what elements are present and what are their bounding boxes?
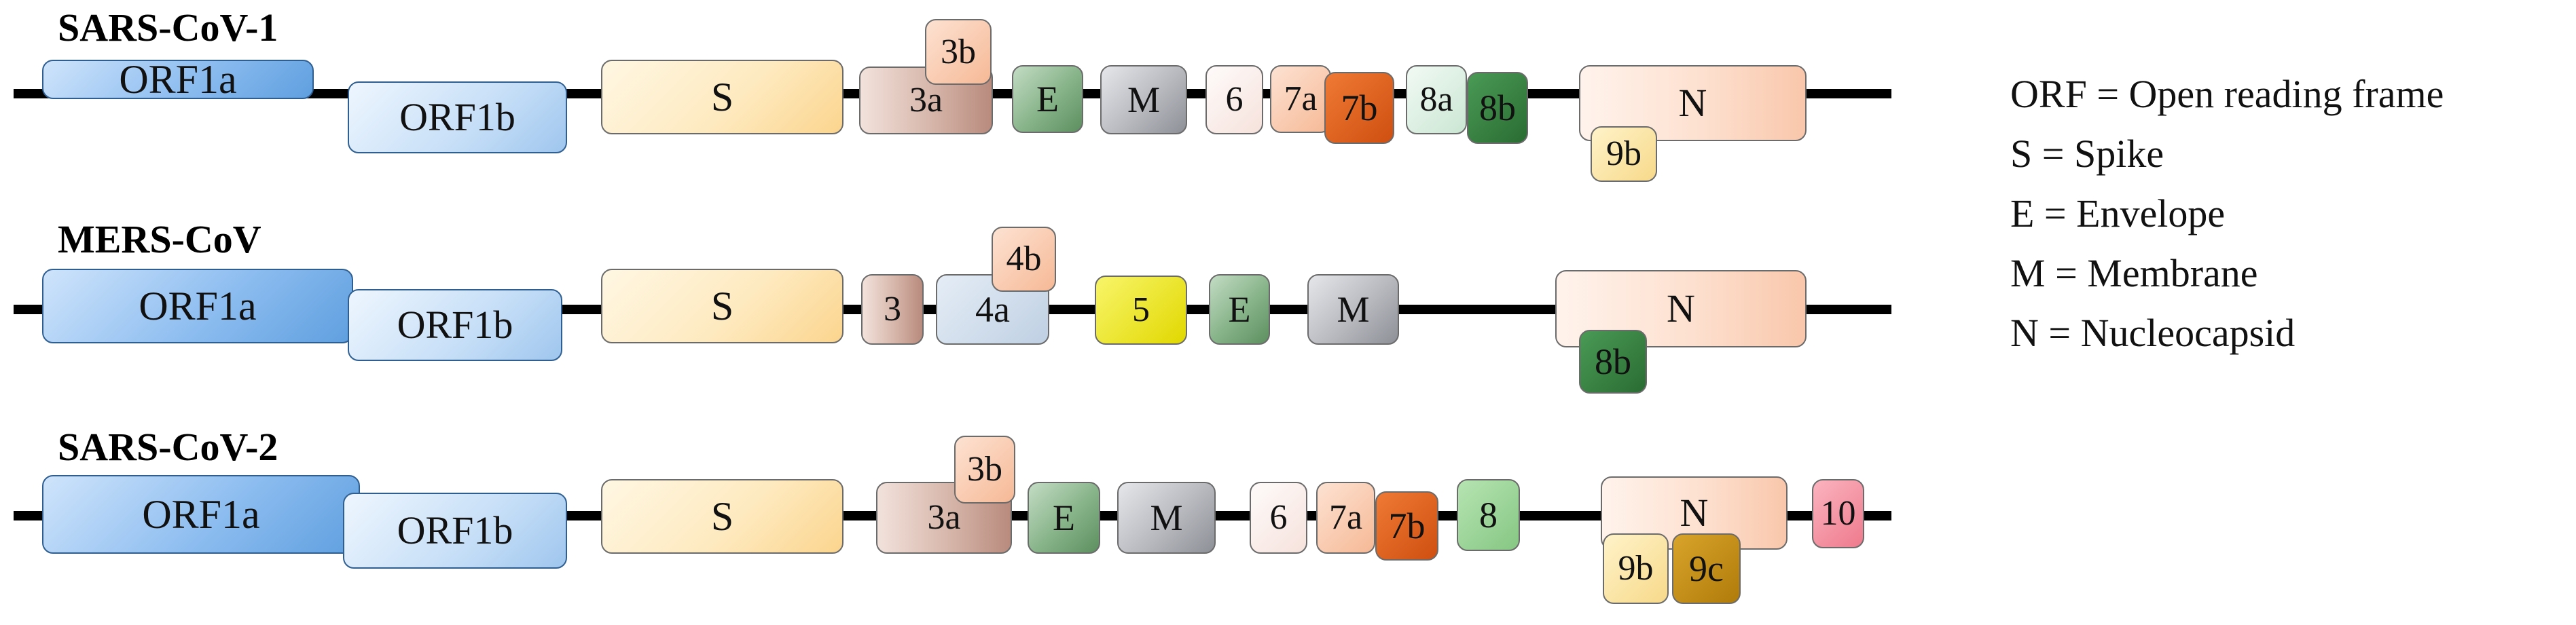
gene-box: ORF1b xyxy=(348,81,567,153)
gene-label: N xyxy=(1667,286,1695,330)
gene-label: 9b xyxy=(1606,134,1641,173)
gene-label: S xyxy=(710,75,734,119)
gene-label: 3b xyxy=(967,450,1002,489)
gene-box: ORF1b xyxy=(343,493,567,569)
gene-box: 8b xyxy=(1579,330,1647,394)
gene-label: ORF1b xyxy=(397,508,513,552)
gene-box: 9b xyxy=(1603,533,1669,604)
legend-item-envelope: E = Envelope xyxy=(2010,191,2226,235)
gene-label: 4a xyxy=(975,289,1010,330)
gene-box: ORF1a xyxy=(42,269,353,343)
gene-label: E xyxy=(1053,497,1075,538)
gene-label: 3b xyxy=(941,32,976,71)
gene-box: M xyxy=(1307,274,1399,345)
gene-label: ORF1b xyxy=(397,303,513,347)
gene-label: 10 xyxy=(1820,494,1856,533)
gene-label: M xyxy=(1150,497,1183,538)
gene-label: 7b xyxy=(1341,88,1378,128)
gene-box: E xyxy=(1028,482,1100,554)
gene-label: ORF1a xyxy=(142,492,260,537)
gene-box: E xyxy=(1012,65,1083,133)
genome-title: SARS-CoV-2 xyxy=(58,425,278,469)
gene-box: 7b xyxy=(1324,72,1394,144)
gene-box: 8b xyxy=(1467,72,1528,144)
gene-label: N xyxy=(1678,81,1707,125)
gene-box: 10 xyxy=(1812,479,1864,548)
gene-label: S xyxy=(710,494,734,539)
legend-item-membrane: M = Membrane xyxy=(2010,251,2258,295)
gene-box: 3b xyxy=(925,19,992,85)
gene-label: E xyxy=(1228,289,1251,330)
gene-box: 9b xyxy=(1591,126,1657,182)
gene-label: ORF1b xyxy=(399,95,515,139)
gene-box: 9c xyxy=(1672,533,1741,604)
gene-box: S xyxy=(601,479,843,554)
gene-box: 8 xyxy=(1457,479,1520,551)
gene-label: ORF1a xyxy=(139,284,257,328)
gene-label: E xyxy=(1036,79,1059,119)
gene-label: 8b xyxy=(1595,341,1631,382)
gene-label: ORF1a xyxy=(119,57,237,102)
genome-title: MERS-CoV xyxy=(58,217,261,261)
gene-label: 8a xyxy=(1419,80,1453,119)
gene-box: S xyxy=(601,60,843,134)
gene-label: 7a xyxy=(1284,79,1318,118)
gene-box: 3 xyxy=(861,274,924,345)
gene-box: 7a xyxy=(1316,482,1375,554)
gene-label: 3a xyxy=(927,498,961,537)
legend: ORF = Open reading frame S = Spike E = E… xyxy=(2010,64,2444,363)
gene-label: 9b xyxy=(1618,549,1654,588)
gene-label: 7b xyxy=(1388,506,1426,546)
gene-box: 6 xyxy=(1205,65,1263,134)
gene-box: 7b xyxy=(1375,491,1438,561)
gene-label: 8 xyxy=(1479,495,1498,535)
gene-box: S xyxy=(601,269,843,343)
legend-item-orf: ORF = Open reading frame xyxy=(2010,72,2444,116)
gene-box: 7a xyxy=(1270,65,1331,133)
gene-box: ORF1a xyxy=(42,475,360,554)
gene-box: 5 xyxy=(1095,276,1187,345)
gene-label: 9c xyxy=(1689,548,1724,589)
gene-label: 5 xyxy=(1132,290,1150,329)
gene-label: 3a xyxy=(909,81,943,119)
gene-box: 4b xyxy=(992,227,1056,292)
gene-label: M xyxy=(1127,79,1160,120)
legend-item-nucleocapsid: N = Nucleocapsid xyxy=(2010,311,2296,355)
gene-label: S xyxy=(710,284,734,328)
gene-box: M xyxy=(1117,482,1216,554)
gene-label: 3 xyxy=(884,290,901,328)
gene-label: 4b xyxy=(1006,240,1042,278)
gene-box: M xyxy=(1100,65,1187,134)
gene-label: 8b xyxy=(1479,88,1516,128)
gene-box: 3b xyxy=(954,436,1015,504)
gene-box: ORF1a xyxy=(42,57,314,102)
gene-label: N xyxy=(1680,491,1709,535)
gene-label: M xyxy=(1337,289,1370,330)
gene-box: ORF1b xyxy=(348,289,562,361)
gene-label: 7a xyxy=(1328,498,1363,537)
gene-box: 8a xyxy=(1406,65,1467,134)
gene-label: 6 xyxy=(1269,498,1288,537)
legend-item-spike: S = Spike xyxy=(2010,132,2164,176)
gene-box: 6 xyxy=(1250,482,1307,554)
genome-title: SARS-CoV-1 xyxy=(58,5,278,50)
gene-box: E xyxy=(1209,274,1270,345)
gene-label: 6 xyxy=(1225,80,1244,119)
